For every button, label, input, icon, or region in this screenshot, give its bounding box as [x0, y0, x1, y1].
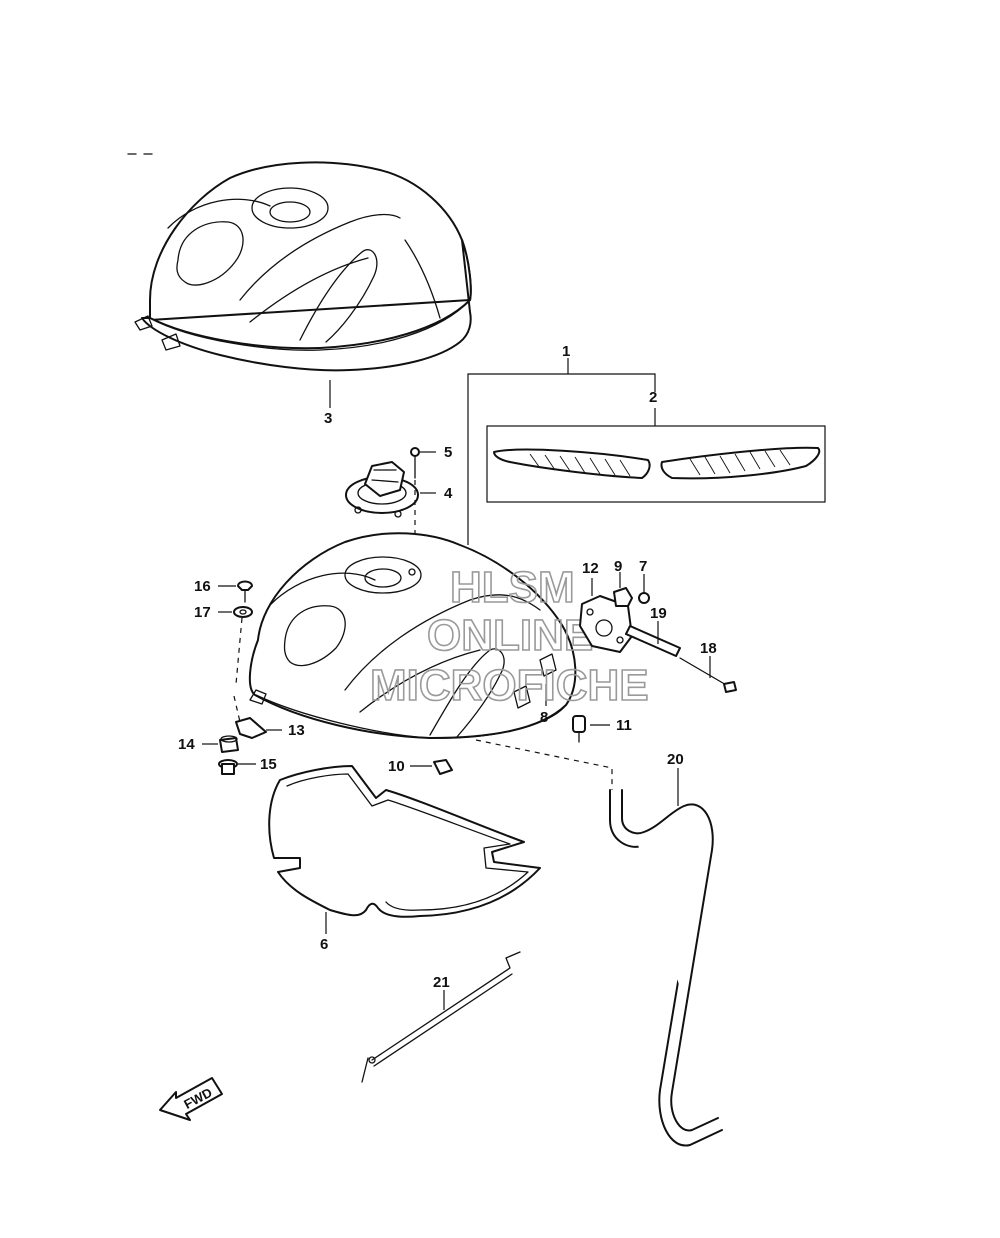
bolt-16-part — [218, 580, 253, 603]
callout-17: 17 — [194, 604, 211, 621]
bolt-18-part — [679, 656, 737, 693]
callout-7: 7 — [639, 558, 647, 575]
callout-11: 11 — [616, 717, 632, 734]
screw-part — [410, 447, 436, 479]
callout-20: 20 — [667, 751, 684, 768]
callout-1: 1 — [562, 343, 570, 360]
cushion-14-part — [202, 735, 239, 753]
watermark-line-3: MICROFICHE — [370, 661, 649, 710]
damper-11-part — [572, 715, 610, 743]
callout-14: 14 — [178, 736, 195, 753]
callout-2: 2 — [649, 389, 657, 406]
cushion-10-part — [410, 759, 453, 775]
callout-16: 16 — [194, 578, 211, 595]
tank-cover-part — [134, 161, 472, 408]
callout-10: 10 — [388, 758, 405, 775]
fwd-arrow-icon: FWD — [159, 1077, 223, 1121]
callout-19: 19 — [650, 605, 667, 622]
callout-4: 4 — [444, 485, 453, 502]
collar-15-part — [218, 759, 256, 775]
bolt-7-part — [638, 574, 650, 604]
callout-15: 15 — [260, 756, 277, 773]
emblem-set-bracket — [467, 358, 826, 545]
fuel-tank-part — [248, 532, 577, 739]
watermark-line-1: HLSM — [450, 563, 575, 612]
drain-hose-part — [609, 768, 723, 1147]
callout-6: 6 — [320, 936, 328, 953]
callout-8: 8 — [540, 709, 548, 726]
emblem-right-part — [660, 446, 821, 480]
bracket-plate-part — [579, 578, 633, 653]
hose-guide-line — [475, 739, 613, 790]
emblem-left-part — [493, 448, 651, 479]
bracket-13-part — [233, 695, 282, 739]
callout-3: 3 — [324, 410, 332, 427]
watermark-line-2: ONLINE — [427, 611, 593, 660]
hose-19-part — [625, 621, 681, 657]
collar-part — [613, 572, 633, 607]
watermark: HLSM ONLINE MICROFICHE — [369, 562, 649, 711]
callout-12: 12 — [582, 560, 599, 577]
callout-21: 21 — [433, 974, 450, 991]
callout-5: 5 — [444, 444, 452, 461]
callout-18: 18 — [700, 640, 717, 657]
breather-rod-part — [361, 951, 521, 1083]
callout-9: 9 — [614, 558, 622, 575]
washer-17-part — [218, 606, 253, 685]
gasket-ring-part — [268, 765, 541, 934]
fuel-cap-part — [345, 461, 436, 570]
callout-13: 13 — [288, 722, 305, 739]
